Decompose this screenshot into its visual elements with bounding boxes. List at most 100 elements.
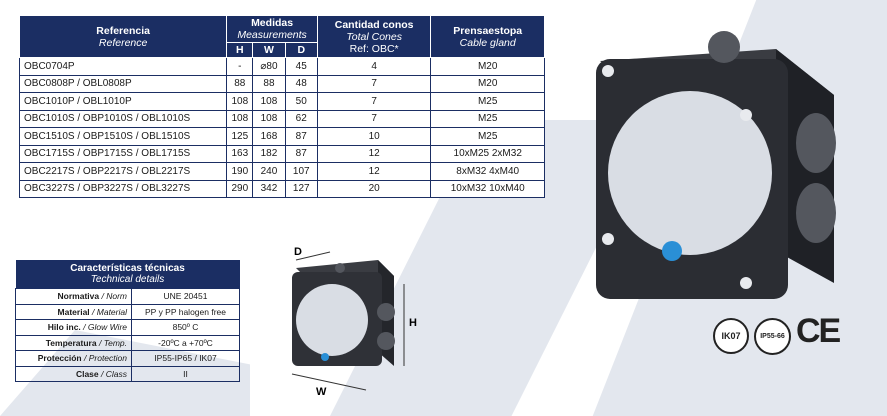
cell-gland: M25 [430,109,545,128]
product-lid [608,91,772,255]
cell-d: 107 [284,162,318,181]
cones-header-es: Cantidad conos [334,18,414,31]
cell-ref: OBC1715S / OBP1715S / OBL1715S [18,144,228,163]
technical-details-table: Características técnicas Technical detai… [15,260,240,382]
cell-w: 240 [252,162,286,181]
tech-label-es: Clase [75,368,99,379]
tech-label: Clase / Class [15,365,132,382]
technical-details-header: Características técnicas Technical detai… [15,260,240,289]
diagram-d-arrow [295,251,331,261]
cell-gland: M20 [430,74,545,93]
cell-cones: 20 [316,179,432,198]
technical-details-title-es: Características técnicas [70,263,185,274]
diagram-cone-top [335,263,345,273]
cell-cones: 7 [316,74,432,93]
tech-label-es: Material [57,306,90,317]
ik07-text: IK07 [721,331,741,341]
diagram-w-label: W [316,386,327,398]
cell-w: 182 [252,144,286,163]
cell-gland: 10xM25 2xM32 [430,144,545,163]
cell-ref: OBC0704P [18,57,228,76]
ip55-66-text: IP55-66 [760,333,785,340]
cell-gland: M20 [430,57,545,76]
w-header: W [252,42,286,58]
cell-gland: 10xM32 10xM40 [430,179,545,198]
cell-h: 88 [226,74,254,93]
tech-value: PP y PP halogen free [131,303,240,320]
cell-cones: 12 [316,144,432,163]
cell-cones: 10 [316,127,432,146]
tech-label-es: Temperatura [45,337,97,348]
measures-header-en: Measurements [237,29,307,41]
cell-ref: OBC0808P / OBL0808P [18,74,228,93]
diagram-lid [296,284,368,356]
cell-cones: 4 [316,57,432,76]
tech-label: Hilo inc. / Glow Wire [15,319,132,336]
tech-value: 850º C [131,319,240,336]
cell-w: 168 [252,127,286,146]
product-brand-icon [662,241,682,261]
specifications-table: Referencia Reference Medidas Measurement… [18,15,545,198]
measures-header: Medidas Measurements [226,15,318,43]
diagram-d-label: D [294,246,302,258]
diagram-w-arrow [291,373,367,391]
cell-d: 62 [284,109,318,128]
tech-value: II [131,365,240,382]
cones-header-en: Total Cones [346,30,402,43]
tech-label-en: Norm [106,291,127,302]
tech-label-es: Hilo inc. [47,322,81,333]
ip55-66-badge: IP55-66 [754,318,791,355]
cell-d: 50 [284,92,318,111]
tech-value: UNE 20451 [131,288,240,305]
diagram-brand-icon [321,353,329,361]
cell-ref: OBC3227S / OBP3227S / OBL3227S [18,179,228,198]
d-header: D [284,42,318,58]
reference-header-en: Reference [98,36,148,49]
tech-label: Protección / Protection [15,350,132,367]
product-screw-bottom-right [740,277,752,289]
gland-header-es: Prensaestopa [453,24,523,37]
tech-label-en: Glow Wire [87,322,127,333]
diagram-cone-upper [377,303,395,321]
tech-label-es: Normativa [57,291,100,302]
tech-label-es: Protección [37,353,82,364]
h-header: H [226,42,254,58]
tech-value: IP55-IP65 / IK07 [131,350,240,367]
ce-mark: CE [796,312,841,351]
ce-text: CE [796,312,841,350]
cell-d: 48 [284,74,318,93]
cones-header: Cantidad conos Total Cones Ref: OBC* [316,15,432,58]
cell-gland: M25 [430,92,545,111]
cell-ref: OBC1010S / OBP1010S / OBL1010S [18,109,228,128]
cell-d: 87 [284,127,318,146]
cell-h: 290 [226,179,254,198]
cell-d: 87 [284,144,318,163]
cell-gland: 8xM32 4xM40 [430,162,545,181]
product-screw-top-left [602,65,614,77]
cell-d: 45 [284,57,318,76]
tech-label-en: Temp. [103,337,127,348]
tech-label-en: Class [105,368,127,379]
diagram-h-label: H [409,317,417,329]
product-screw-bottom-left [602,233,614,245]
cell-h: 108 [226,92,254,111]
gland-header: Prensaestopa Cable gland [430,15,545,58]
cell-ref: OBC2217S / OBP2217S / OBL2217S [18,162,228,181]
cell-h: 108 [226,109,254,128]
tech-label-en: Material [96,306,127,317]
product-image [596,31,836,299]
cell-w: 88 [252,74,286,93]
cell-w: 342 [252,179,286,198]
dimension-diagram [291,251,405,391]
technical-details-title-en: Technical details [90,274,165,285]
gland-header-en: Cable gland [459,36,516,49]
reference-header-es: Referencia [96,24,150,37]
product-screw-top-right [740,109,752,121]
cell-h: 190 [226,162,254,181]
